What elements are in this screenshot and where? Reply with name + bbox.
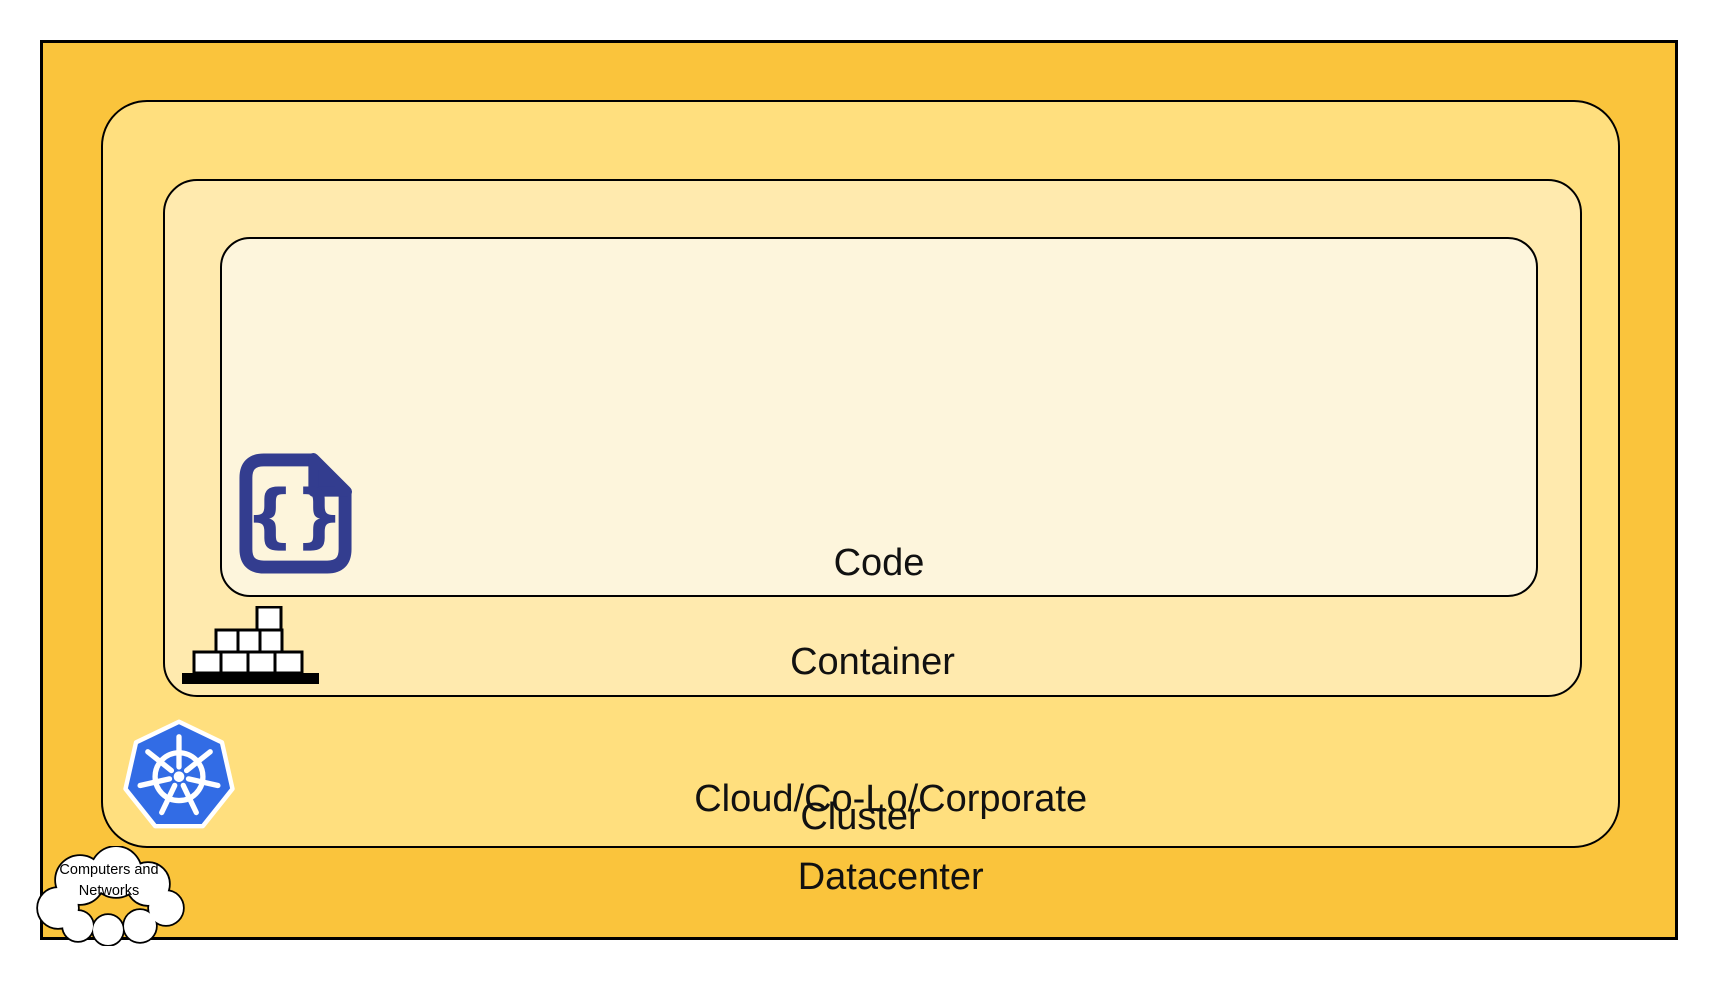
cloud-icon xyxy=(36,846,185,946)
layer-label-code: Code xyxy=(833,542,925,584)
cloud-badge: Computers and Networks xyxy=(30,846,188,946)
layer-code: {} Code xyxy=(220,237,1538,597)
layer-label-container: Container xyxy=(790,641,955,683)
container-stack-icon xyxy=(182,606,319,684)
layer-container: {} Code xyxy=(163,179,1582,697)
layer-label-datacenter: Cloud/Co-Lo/Corporate Datacenter xyxy=(43,741,1675,936)
cloud-badge-text: Computers and Networks xyxy=(30,860,188,902)
layer-label-datacenter-line1: Cloud/Co-Lo/Corporate xyxy=(694,778,1088,820)
cloud-badge-line1: Computers and xyxy=(59,862,159,878)
code-file-icon: {} xyxy=(239,453,353,574)
cloud-badge-line2: Networks xyxy=(78,883,140,899)
layer-datacenter: {} Code xyxy=(40,40,1678,940)
kubernetes-icon xyxy=(123,719,235,829)
layer-label-cluster: Cluster xyxy=(800,796,921,838)
layer-label-datacenter-line2: Datacenter xyxy=(797,856,984,898)
layer-cluster: {} Code xyxy=(101,100,1620,848)
svg-text:{}: {} xyxy=(245,476,344,556)
